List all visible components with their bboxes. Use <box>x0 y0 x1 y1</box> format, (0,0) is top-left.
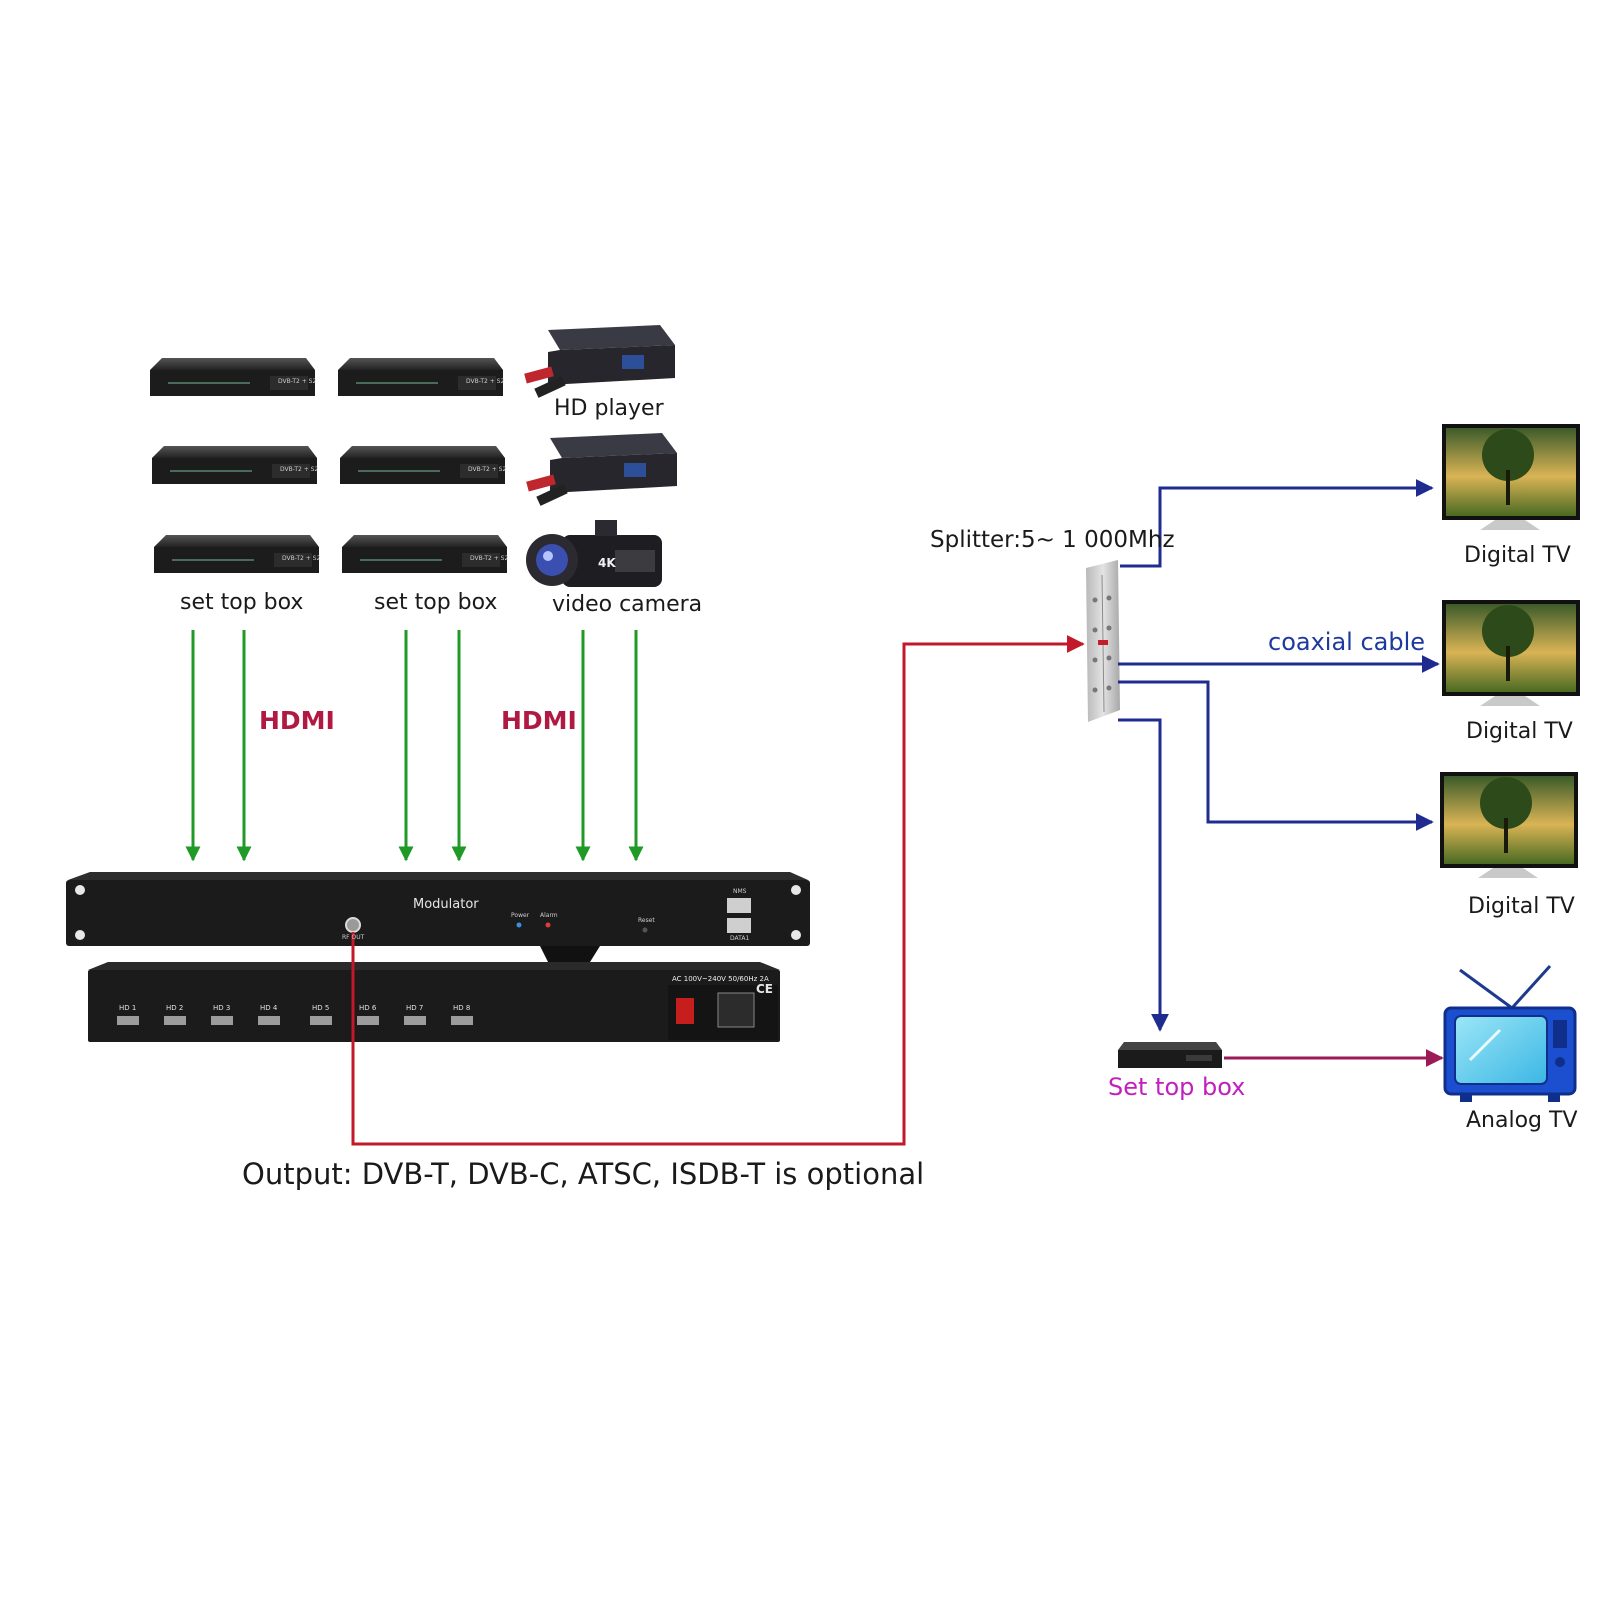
stb-badge: DVB-T2 + S2 <box>282 555 321 562</box>
ac-input-label: AC 100V~240V 50/60Hz 2A <box>672 975 769 983</box>
set-top-box-device <box>154 535 319 573</box>
rf-out-connector <box>345 917 361 933</box>
digital-tv-device <box>1442 600 1580 706</box>
stb-badge: DVB-T2 + S2 <box>278 378 317 385</box>
reset-label: Reset <box>638 917 655 924</box>
modulator-front-panel <box>66 872 810 946</box>
power-led <box>516 922 522 928</box>
hdmi-port-label: HD 5 <box>312 1004 330 1012</box>
modulator-rear-panel <box>88 962 780 1042</box>
hdmi-port-label: HD 4 <box>260 1004 278 1012</box>
set-top-box-device <box>150 358 315 396</box>
digital-tv-device <box>1442 424 1580 530</box>
hdmi-port-label: HD 1 <box>119 1004 137 1012</box>
set-top-box-output-label: Set top box <box>1108 1073 1246 1101</box>
coax-line-tv-3 <box>1118 680 1434 831</box>
digital-tv-device <box>1440 772 1578 878</box>
splitter-label: Splitter:5~ 1 000Mhz <box>930 527 1175 553</box>
power-switch <box>676 998 694 1024</box>
coaxial-cable-label: coaxial cable <box>1268 628 1426 656</box>
hd-player-device <box>524 325 675 398</box>
reset-button <box>642 927 648 933</box>
set-top-box-device <box>338 358 503 396</box>
hdmi-port-label: HD 2 <box>166 1004 184 1012</box>
hd-player-label: HD player <box>554 396 664 421</box>
hdmi-port <box>117 1016 139 1025</box>
hdmi-label: HDMI <box>501 706 577 735</box>
coaxial-lines <box>1118 479 1440 1032</box>
hdmi-port <box>164 1016 186 1025</box>
data-port <box>727 918 751 933</box>
camera-4k-badge: 4K <box>598 556 616 570</box>
alarm-led <box>545 922 551 928</box>
hdmi-port <box>357 1016 379 1025</box>
set-top-box-device <box>340 446 505 484</box>
alarm-label: Alarm <box>540 912 558 919</box>
hdmi-port <box>310 1016 332 1025</box>
output-set-top-box-device <box>1118 1042 1222 1068</box>
data-label: DATA1 <box>730 935 750 942</box>
hdmi-port-label: HD 8 <box>453 1004 471 1012</box>
coax-line-stb <box>1118 718 1169 1032</box>
nms-port <box>727 898 751 913</box>
hdmi-port <box>404 1016 426 1025</box>
hdmi-port <box>258 1016 280 1025</box>
video-camera-device <box>526 520 662 587</box>
hdmi-port <box>451 1016 473 1025</box>
stb-badge: DVB-T2 + S2 <box>466 378 505 385</box>
output-standards-label: Output: DVB-T, DVB-C, ATSC, ISDB-T is op… <box>242 1157 925 1191</box>
hdmi-label: HDMI <box>259 706 335 735</box>
digital-tv-label: Digital TV <box>1466 719 1573 744</box>
set-top-box-device <box>342 535 507 573</box>
hd-player-device <box>526 433 677 506</box>
hdmi-port-label: HD 7 <box>406 1004 424 1012</box>
rf-output-cable <box>351 635 1085 1146</box>
modulator-title: Modulator <box>413 897 479 912</box>
rf-out-label: RF OUT <box>342 934 365 941</box>
digital-tv-label: Digital TV <box>1464 543 1571 568</box>
analog-tv-label: Analog TV <box>1466 1108 1578 1133</box>
ce-mark: CE <box>756 982 774 996</box>
ac-inlet <box>717 992 755 1028</box>
splitter-device <box>1086 560 1120 722</box>
video-camera-label: video camera <box>552 592 703 617</box>
stb-badge: DVB-T2 + S2 <box>470 555 509 562</box>
digital-tv-label: Digital TV <box>1468 894 1575 919</box>
stb-badge: DVB-T2 + S2 <box>280 466 319 473</box>
hdmi-input-arrows <box>185 630 644 862</box>
hdmi-port-label: HD 3 <box>213 1004 231 1012</box>
set-top-box-label: set top box <box>180 590 304 615</box>
set-top-box-label: set top box <box>374 590 498 615</box>
hdmi-port <box>211 1016 233 1025</box>
coax-line-tv-1 <box>1120 479 1434 568</box>
set-top-box-device <box>152 446 317 484</box>
analog-tv-device <box>1443 964 1577 1102</box>
stb-badge: DVB-T2 + S2 <box>468 466 507 473</box>
nms-label: NMS <box>733 888 747 895</box>
power-label: Power <box>511 912 530 919</box>
hdmi-port-label: HD 6 <box>359 1004 377 1012</box>
